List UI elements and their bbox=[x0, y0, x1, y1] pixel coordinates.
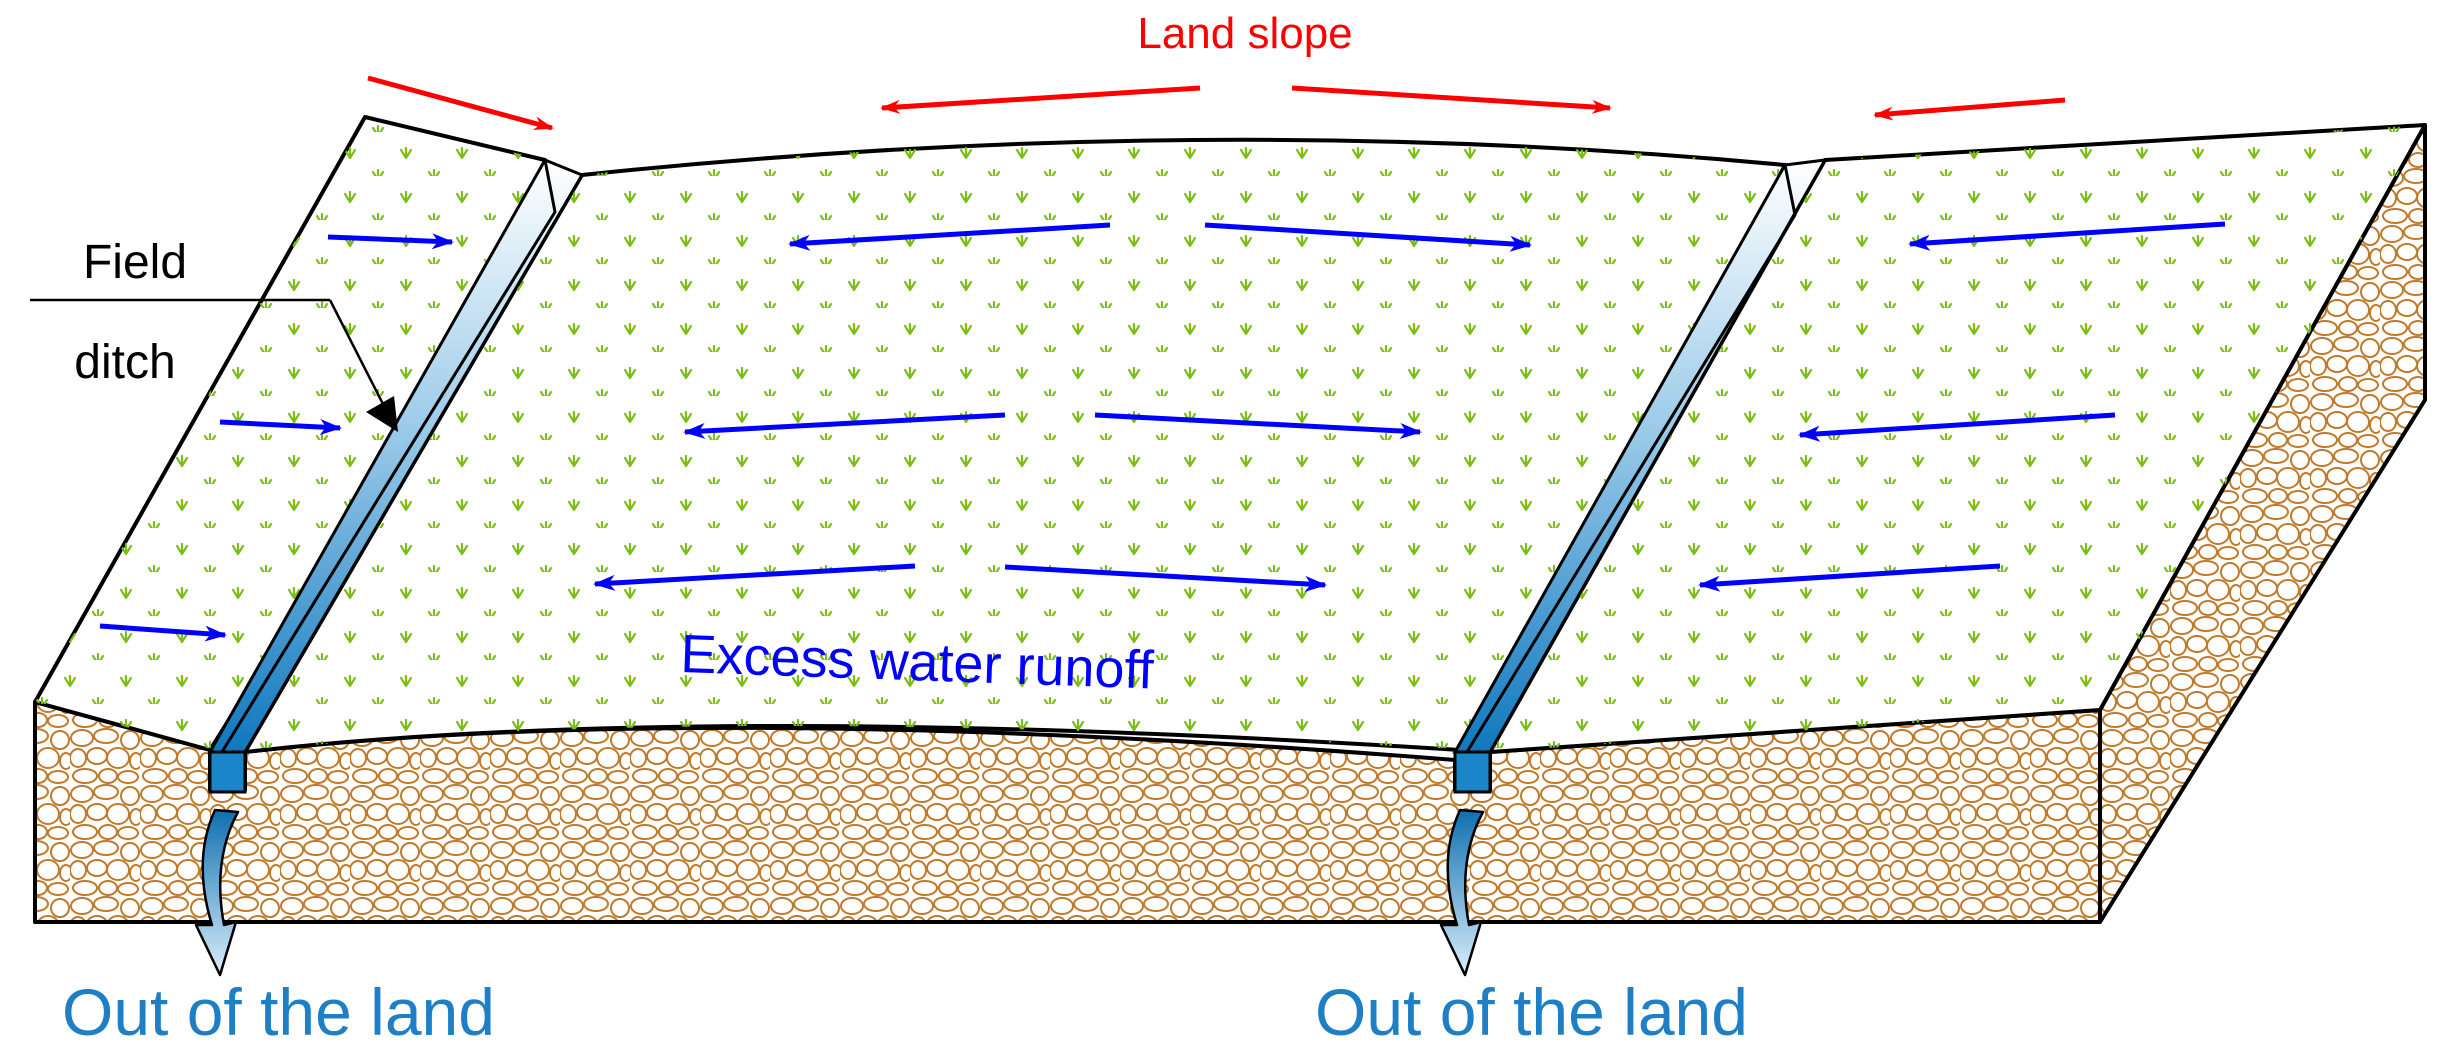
drain-outflow-icon-left bbox=[194, 808, 240, 977]
field-label: Field bbox=[83, 236, 187, 289]
ditch-label: ditch bbox=[74, 336, 175, 389]
runoff-arrow bbox=[788, 222, 1111, 251]
field-ditch-right bbox=[1452, 158, 1828, 794]
land-slope-label: Land slope bbox=[1137, 9, 1352, 58]
runoff-arrow bbox=[1004, 564, 1327, 592]
slope-arrow-middle-right bbox=[1291, 85, 1612, 114]
runoff-arrow bbox=[1204, 222, 1532, 252]
runoff-arrow bbox=[1094, 412, 1422, 439]
drain-outflow-icon-right bbox=[1439, 808, 1485, 977]
outlet-label-left: Out of the land bbox=[62, 975, 495, 1049]
callout-leader bbox=[328, 299, 387, 409]
slope-arrow-right-bed bbox=[1873, 97, 2066, 121]
runoff-arrow bbox=[683, 412, 1006, 439]
runoff-arrow bbox=[1698, 563, 2001, 592]
slope-arrow-left-strip bbox=[367, 75, 554, 131]
runoff-arrow bbox=[99, 623, 227, 642]
callout-arrowhead bbox=[366, 396, 398, 432]
field-middle-bed bbox=[243, 137, 1787, 754]
runoff-arrow bbox=[593, 563, 916, 591]
field-ditch-left bbox=[207, 158, 585, 794]
runoff-arrow bbox=[327, 233, 454, 250]
runoff-arrow bbox=[219, 419, 342, 435]
runoff-arrow bbox=[1798, 412, 2116, 442]
field-ditch-callout bbox=[30, 298, 398, 432]
runoff-arrows bbox=[99, 221, 2226, 642]
outlet-label-right: Out of the land bbox=[1315, 975, 1748, 1049]
runoff-arrow bbox=[1908, 221, 2226, 251]
land-slope-arrows bbox=[367, 75, 2066, 131]
slope-arrow-middle-left bbox=[880, 85, 1201, 114]
